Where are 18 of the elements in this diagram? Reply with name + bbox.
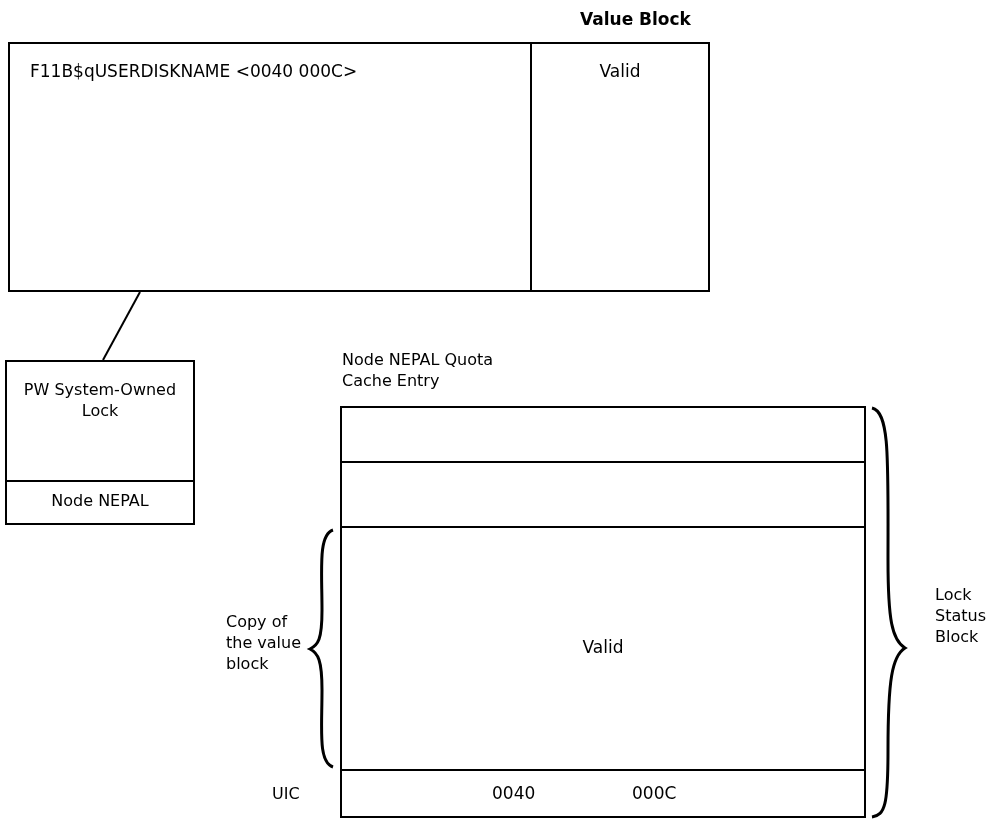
connector-line — [102, 291, 141, 361]
column-heading: Value Block — [580, 8, 691, 31]
brace-label: Copy of the value block — [226, 612, 302, 675]
table-cell — [5, 360, 195, 482]
brace-label: Lock Status Block — [935, 585, 987, 648]
table-cell — [340, 406, 866, 818]
cell-text: F11B$qUSERDISKNAME <0040 000C> — [30, 60, 358, 83]
cell-text: Node NEPAL — [50, 491, 150, 512]
table-cell — [5, 480, 195, 525]
table-cell — [530, 42, 710, 292]
cell-text: PW System-Owned Lock — [22, 380, 178, 422]
row-label: UIC — [272, 784, 300, 805]
table-cell — [8, 42, 532, 292]
cell-text: Valid — [598, 60, 642, 83]
cell-text: 0040 — [492, 782, 536, 805]
cell-text: Valid — [581, 636, 625, 659]
cell-text: 000C — [632, 782, 677, 805]
box-heading: Node NEPAL Quota Cache Entry — [342, 350, 495, 392]
